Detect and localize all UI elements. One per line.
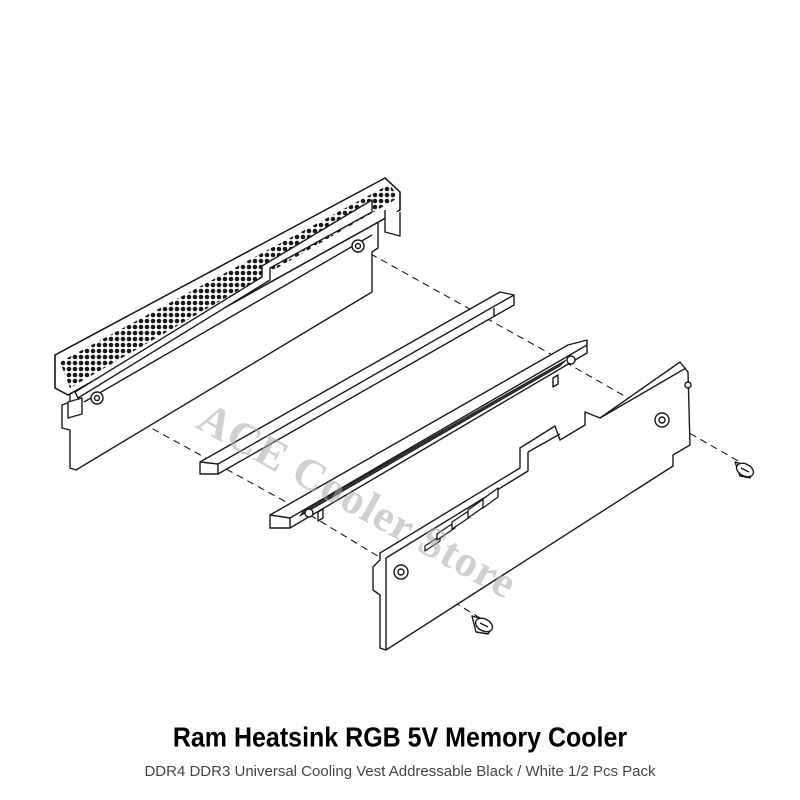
- light-guide-bar: [199, 291, 515, 475]
- vent-slots: [424, 487, 499, 552]
- memory-module: [54, 177, 401, 471]
- screw-left: [471, 615, 494, 635]
- screw-right: [734, 461, 755, 479]
- product-title: Ram Heatsink RGB 5V Memory Cooler: [172, 722, 628, 754]
- heatsink-shell: [372, 361, 692, 651]
- led-pcb: [269, 339, 588, 529]
- product-subtitle: DDR4 DDR3 Universal Cooling Vest Address…: [144, 763, 656, 780]
